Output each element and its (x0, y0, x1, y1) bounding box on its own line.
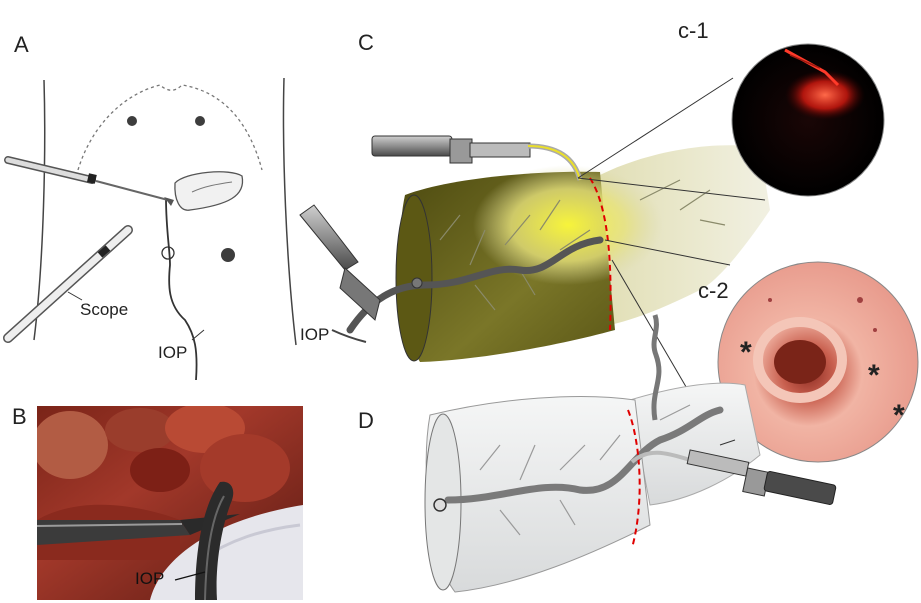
panel-a-diagram (8, 78, 296, 380)
torso-right-outline (284, 78, 297, 345)
stomach-sketch (175, 172, 243, 210)
lumen-port (434, 499, 446, 511)
endoscope-icon (8, 230, 128, 338)
scope-label: Scope (80, 300, 128, 319)
iop-label-b: IOP (135, 569, 164, 588)
star-marker: * (868, 359, 880, 392)
iop-label-a: IOP (158, 343, 187, 362)
port-marker (127, 116, 137, 126)
inset-label-c1: c-1 (678, 18, 709, 43)
inset-label-c2: c-2 (698, 278, 729, 303)
fiber-entry-port (412, 278, 422, 288)
panel-label-c: C (358, 30, 374, 55)
port-marker (195, 116, 205, 126)
iop-a-leader-line (192, 330, 204, 340)
rib-margin-dotted (78, 85, 262, 170)
bowel-cut-end (396, 195, 432, 361)
star-marker: * (740, 336, 752, 369)
port-marker (221, 248, 235, 262)
inset-c1-fluorescence (732, 44, 884, 196)
star-marker: * (893, 399, 905, 432)
panel-label-d: D (358, 408, 374, 433)
forceps-icon (300, 205, 380, 342)
umbilicus-circle (162, 247, 174, 259)
scope-leader-line (68, 292, 82, 300)
iop-label-c: IOP (300, 325, 329, 344)
panel-label-a: A (14, 32, 29, 57)
grasper-icon (8, 160, 174, 206)
panel-label-b: B (12, 404, 27, 429)
surgical-photo (32, 403, 303, 600)
